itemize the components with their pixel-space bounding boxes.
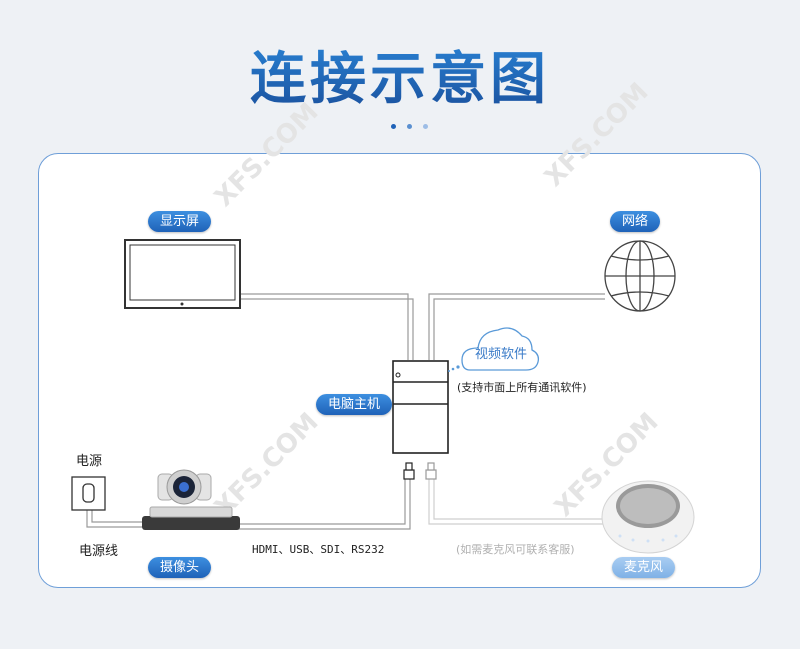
microphone-icon xyxy=(601,480,695,554)
usb-plug-icon xyxy=(403,462,415,480)
monitor-icon xyxy=(124,239,241,309)
power-outlet-icon xyxy=(71,476,106,511)
video-software-label: 视频软件 xyxy=(475,347,528,362)
globe-icon xyxy=(604,240,676,312)
monitor-cable xyxy=(240,293,414,360)
monitor-label: 显示屏 xyxy=(148,211,212,232)
pc-tower-icon xyxy=(392,360,449,454)
cloud-icon xyxy=(448,327,540,372)
network-label: 网络 xyxy=(610,211,661,232)
pager-dot xyxy=(407,124,412,129)
microphone-label: 麦克风 xyxy=(612,557,676,578)
network-cable xyxy=(428,293,605,360)
microphone-cable xyxy=(428,478,605,525)
interfaces-label: HDMI、USB、SDI、RS232 xyxy=(252,543,385,556)
pager-dot xyxy=(391,124,396,129)
mic-note: (如需麦克风可联系客服) xyxy=(456,543,575,556)
usb-plug-icon xyxy=(425,462,437,480)
pc-label: 电脑主机 xyxy=(316,394,393,415)
page-title: 连接示意图 xyxy=(0,34,800,115)
camera-cable xyxy=(235,478,411,530)
software-note: (支持市面上所有通讯软件) xyxy=(457,381,587,394)
pager-dot xyxy=(423,124,428,129)
power-label: 电源 xyxy=(76,454,103,469)
camera-label: 摄像头 xyxy=(148,557,212,578)
camera-icon xyxy=(142,469,240,530)
power-cable-label: 电源线 xyxy=(79,544,119,559)
